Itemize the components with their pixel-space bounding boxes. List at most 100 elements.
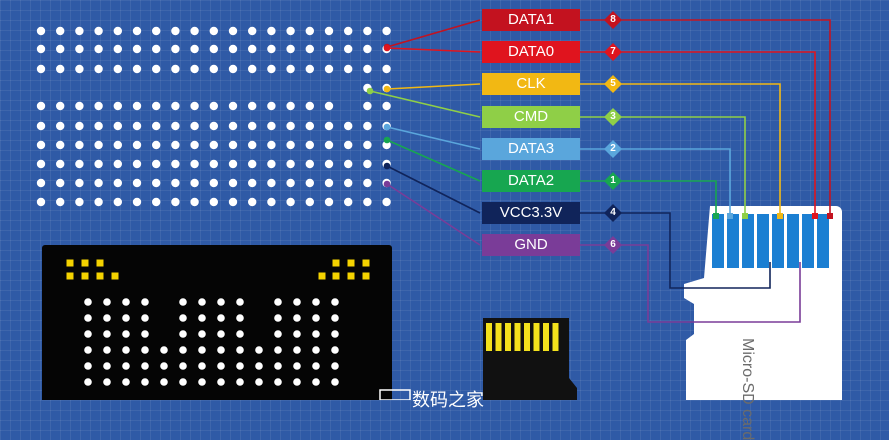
matrix-dot — [94, 64, 103, 74]
matrix-dot — [267, 159, 276, 169]
matrix-dot — [228, 26, 238, 36]
panel-dot — [103, 330, 111, 338]
pin-number-cmd: 3 — [610, 111, 616, 122]
matrix-dot — [324, 101, 334, 111]
panel-dot — [103, 378, 111, 386]
matrix-dot — [344, 140, 353, 150]
matrix-dot — [286, 44, 295, 54]
panel-dot — [103, 346, 111, 354]
matrix-dot — [36, 64, 46, 74]
wire-start-dot — [383, 136, 391, 144]
panel-dot — [274, 362, 282, 370]
matrix-dot — [248, 64, 257, 74]
panel-dot — [122, 378, 130, 386]
panel-dot — [179, 314, 187, 322]
panel-dot — [141, 330, 149, 338]
wire-end — [713, 213, 719, 219]
matrix-dot — [94, 159, 103, 169]
card-contact — [757, 214, 769, 268]
corner-marker — [96, 272, 104, 280]
wire-right — [620, 148, 731, 218]
matrix-dot — [132, 101, 142, 111]
panel-dot — [312, 298, 320, 306]
wire-end — [812, 213, 818, 219]
matrix-dot — [56, 64, 65, 74]
matrix-dot — [132, 64, 142, 74]
pin-label-box — [482, 202, 580, 224]
icon-contact — [495, 323, 502, 351]
matrix-dot — [75, 121, 84, 131]
pin-number-data2: 1 — [610, 175, 616, 186]
matrix-dot — [132, 197, 142, 207]
dot-matrix-logo — [36, 26, 391, 207]
panel-dot — [198, 314, 206, 322]
matrix-dot — [286, 101, 295, 111]
matrix-dot — [248, 159, 257, 169]
wire-left — [386, 19, 481, 48]
wire-start-dot — [383, 180, 391, 188]
matrix-dot — [324, 159, 334, 169]
led-panel-corner-markers — [66, 259, 370, 280]
matrix-dot — [36, 159, 46, 169]
wire-right — [620, 180, 717, 218]
matrix-dot — [382, 197, 391, 207]
matrix-dot — [36, 26, 46, 36]
matrix-dot — [209, 140, 218, 150]
panel-dot — [198, 362, 206, 370]
matrix-dot — [171, 159, 180, 169]
panel-dot — [293, 314, 301, 322]
matrix-dot — [132, 44, 142, 54]
matrix-dot — [36, 197, 46, 207]
matrix-dot — [171, 178, 180, 188]
corner-marker — [81, 272, 89, 280]
matrix-dot — [324, 197, 334, 207]
matrix-dot — [36, 140, 46, 150]
matrix-dot — [305, 101, 314, 111]
pin-number-diamond — [604, 43, 622, 61]
matrix-dot — [152, 197, 161, 207]
corner-marker — [362, 259, 370, 267]
matrix-dot — [267, 121, 276, 131]
pin-label-box — [482, 106, 580, 128]
pin-label-box — [482, 73, 580, 95]
panel-dot — [122, 362, 130, 370]
matrix-dot — [382, 140, 391, 150]
matrix-dot — [363, 197, 372, 207]
panel-dot — [179, 298, 187, 306]
matrix-dot — [267, 26, 276, 36]
pin-label-gnd: GND — [514, 236, 548, 253]
matrix-dot — [113, 178, 123, 188]
panel-dot — [312, 346, 320, 354]
panel-dot — [274, 346, 282, 354]
matrix-dot — [324, 178, 334, 188]
matrix-dot — [36, 44, 46, 54]
matrix-dot — [56, 44, 65, 54]
matrix-dot — [113, 26, 123, 36]
matrix-dot — [286, 26, 295, 36]
panel-dot — [293, 330, 301, 338]
matrix-dot — [94, 197, 103, 207]
matrix-dot — [209, 64, 218, 74]
matrix-dot — [209, 197, 218, 207]
matrix-dot — [305, 64, 314, 74]
panel-dot — [141, 298, 149, 306]
corner-marker — [66, 272, 74, 280]
matrix-dot — [305, 44, 314, 54]
panel-dot — [293, 362, 301, 370]
matrix-dot — [363, 26, 372, 36]
panel-dot — [274, 330, 282, 338]
matrix-dot — [152, 44, 161, 54]
panel-dot — [293, 346, 301, 354]
matrix-dot — [190, 44, 199, 54]
matrix-dot — [171, 64, 180, 74]
pin-number-diamond — [604, 236, 622, 254]
corner-marker — [66, 259, 74, 267]
panel-dot — [160, 378, 168, 386]
panel-dot — [293, 378, 301, 386]
pin-label-vcc: VCC3.3V — [499, 204, 563, 221]
matrix-dot — [152, 26, 161, 36]
card-contact — [787, 214, 799, 268]
matrix-dot — [36, 101, 46, 111]
panel-dot — [103, 362, 111, 370]
icon-contact — [486, 323, 492, 351]
